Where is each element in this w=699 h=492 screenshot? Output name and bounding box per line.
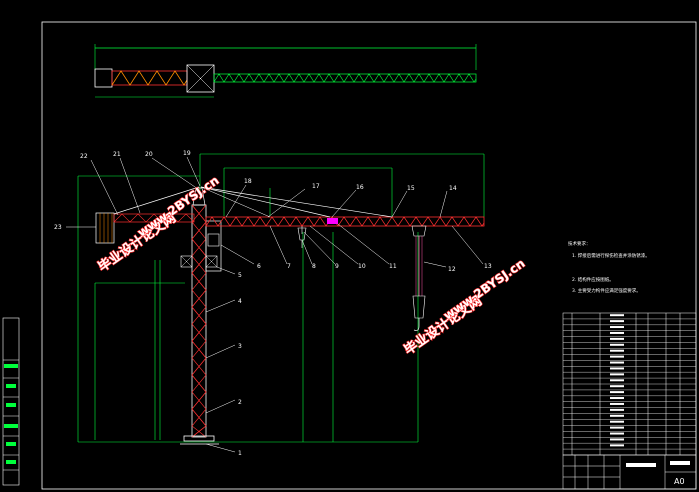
part-label-9: 9 [335,263,339,270]
part-label-21: 21 [113,151,121,158]
technical-notes: 技术要求： 1. 焊接后需进行探伤检查并涂防锈漆。 2. 结构件应按图纸。 3.… [568,240,650,294]
part-label-12: 12 [448,266,456,273]
parts-row-text [610,391,624,394]
notes-line-3: 3. 主要受力构件应满足强度要求。 [572,287,641,294]
part-label-3: 3 [238,343,242,350]
part-label-19: 19 [183,150,191,157]
part-label-22: 22 [80,153,88,160]
parts-row-text [610,432,624,435]
drawing-number-text [670,461,690,465]
title-block [562,454,697,490]
parts-row-text [610,331,624,334]
counter-jib [95,186,200,244]
parts-row-text [610,385,624,388]
notes-title: 技术要求： [568,240,591,247]
part-label-13: 13 [484,263,492,270]
part-label-1: 1 [238,450,242,457]
parts-row-text [610,414,624,417]
parts-row-text [610,314,624,317]
part-label-8: 8 [312,263,316,270]
dimension-lines [77,153,485,443]
part-label-11: 11 [389,263,397,270]
parts-row-text [610,397,624,400]
hook-left [297,226,307,248]
drawing-title-text [626,463,656,467]
part-label-6: 6 [257,263,261,270]
parts-row-text [610,337,624,340]
parts-row-text [610,367,624,370]
part-label-2: 2 [238,399,242,406]
notes-line-2: 2. 结构件应按图纸。 [572,276,614,283]
parts-row-text [610,326,624,329]
parts-row-text [610,438,624,441]
parts-row-text [610,373,624,376]
parts-row-text [610,343,624,346]
parts-row-text [610,444,624,447]
parts-list-rows [563,314,696,450]
side-strip-cells [3,359,19,471]
part-label-4: 4 [238,298,242,305]
part-label-18: 18 [244,178,252,185]
leader-lines [66,156,484,453]
hook-right [411,225,427,331]
part-label-14: 14 [449,185,457,192]
parts-row-text [610,426,624,429]
part-label-17: 17 [312,183,320,190]
side-strip-labels [4,364,18,464]
notes-line-1: 1. 焊接后需进行探伤检查并涂防锈漆。 [572,252,650,259]
parts-row-text [610,355,624,358]
part-number-labels: 1 2 3 4 5 6 7 8 9 10 11 12 13 14 15 16 1… [54,150,492,457]
part-label-16: 16 [356,184,364,191]
parts-row-text [610,361,624,364]
part-label-10: 10 [358,263,366,270]
tower-mast [180,187,222,445]
part-label-5: 5 [238,272,242,279]
watermark-url-1: www.2BYSJ.cn [135,173,222,239]
main-jib [200,186,485,227]
trolley [327,218,338,224]
part-label-20: 20 [145,151,153,158]
plan-view [94,44,477,98]
parts-row-text [610,420,624,423]
part-label-7: 7 [287,263,291,270]
parts-row-text [610,408,624,411]
part-label-15: 15 [407,185,415,192]
parts-row-text [610,402,624,405]
parts-row-text [610,320,624,323]
side-strip [2,317,20,486]
parts-row-text [610,349,624,352]
parts-row-text [610,379,624,382]
sheet-size: A0 [674,477,685,486]
sheet-frame [41,21,697,490]
part-label-23: 23 [54,224,62,231]
